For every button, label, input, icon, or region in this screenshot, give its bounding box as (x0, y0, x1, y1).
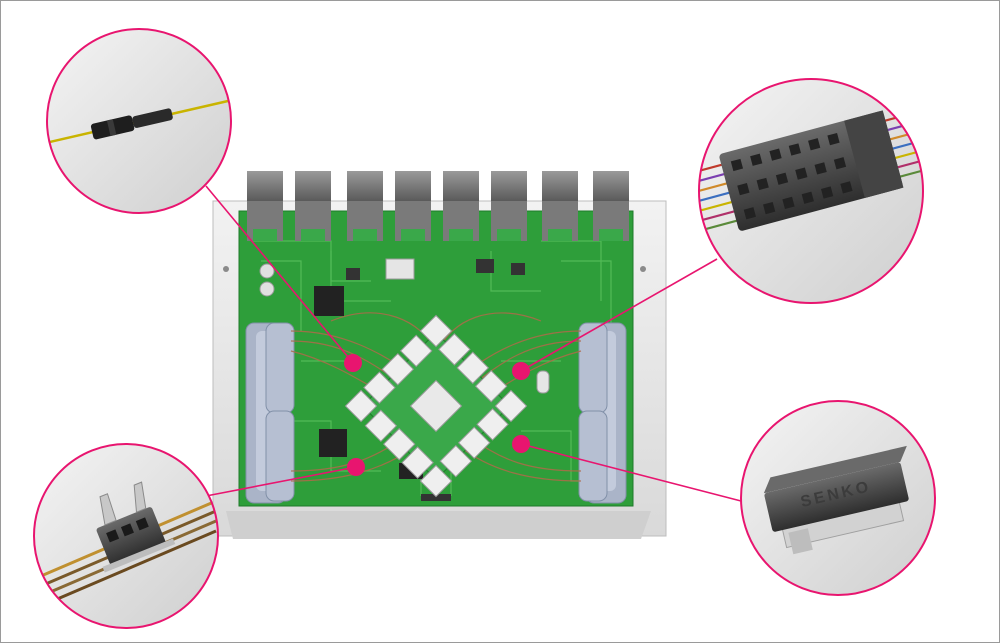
callout-dot (344, 354, 362, 372)
callout-mt-ferrule-stack (698, 78, 924, 304)
fiber-tray-right (578, 322, 627, 504)
port (295, 171, 331, 241)
fiber-tray-left (245, 322, 295, 504)
ic-chip (314, 286, 344, 316)
central-module-array (344, 314, 528, 498)
port (542, 171, 578, 241)
callout-line (205, 466, 357, 497)
callout-dot (512, 435, 530, 453)
callout-markers (344, 354, 530, 476)
callout-senko-connector: SENKO (740, 400, 936, 596)
port (593, 171, 629, 241)
callout-line (520, 258, 718, 372)
fiber-sleeve-icon (47, 96, 231, 146)
callout-dot (347, 458, 365, 476)
ribbon-clip-icon (40, 481, 217, 608)
ic-chip (319, 429, 347, 457)
callout-line (205, 185, 354, 364)
port (491, 171, 527, 241)
senko-connector-icon: SENKO (763, 445, 909, 555)
callout-fiber-splice-sleeve (46, 28, 232, 214)
port (247, 171, 283, 241)
port (347, 171, 383, 241)
ribbon-connector-icon (699, 109, 922, 235)
callout-lines (205, 185, 742, 502)
callout-line (520, 443, 742, 502)
callout-dot (512, 362, 530, 380)
callout-ribbon-clip-connector (33, 443, 219, 629)
port (395, 171, 431, 241)
front-ports (247, 171, 629, 241)
port (443, 171, 479, 241)
